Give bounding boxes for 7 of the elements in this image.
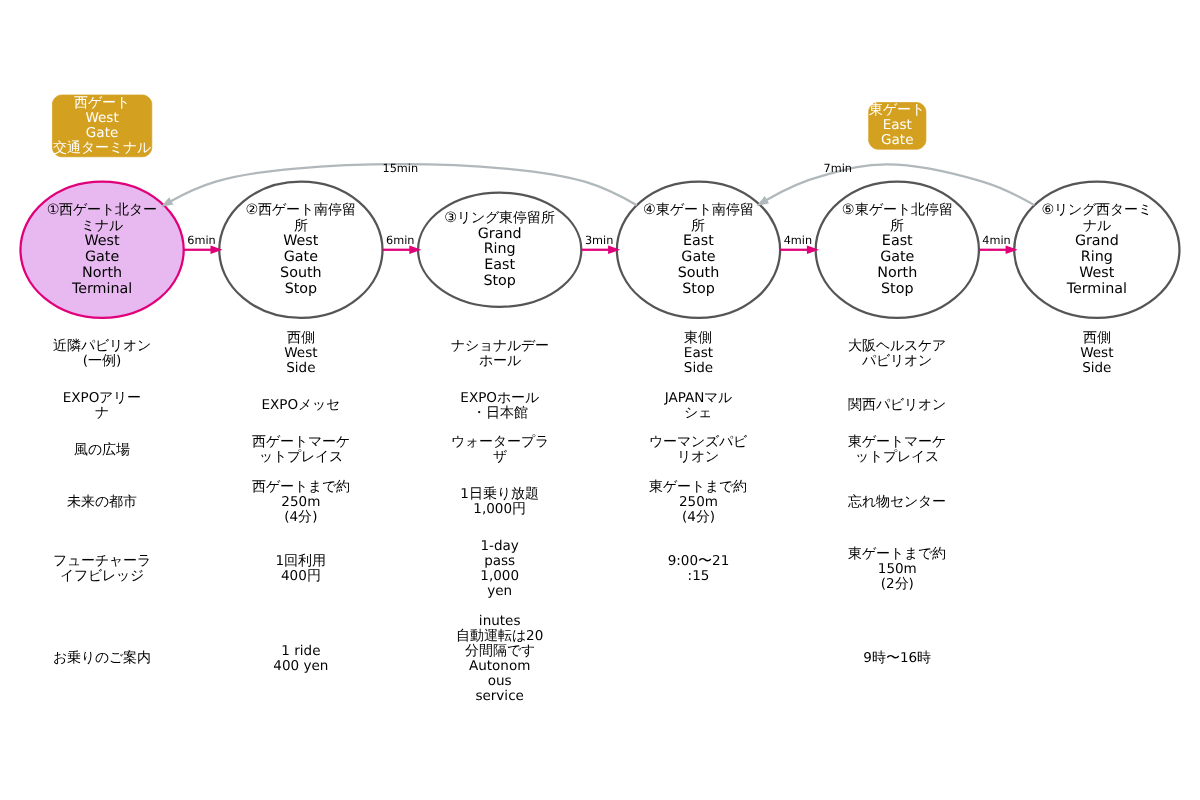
arrow [756,163,1035,207]
arrow [979,245,1018,254]
arrow [581,245,621,254]
arrow [183,245,223,254]
arrow [160,163,638,207]
arrow [382,245,422,254]
arrow [780,245,819,254]
